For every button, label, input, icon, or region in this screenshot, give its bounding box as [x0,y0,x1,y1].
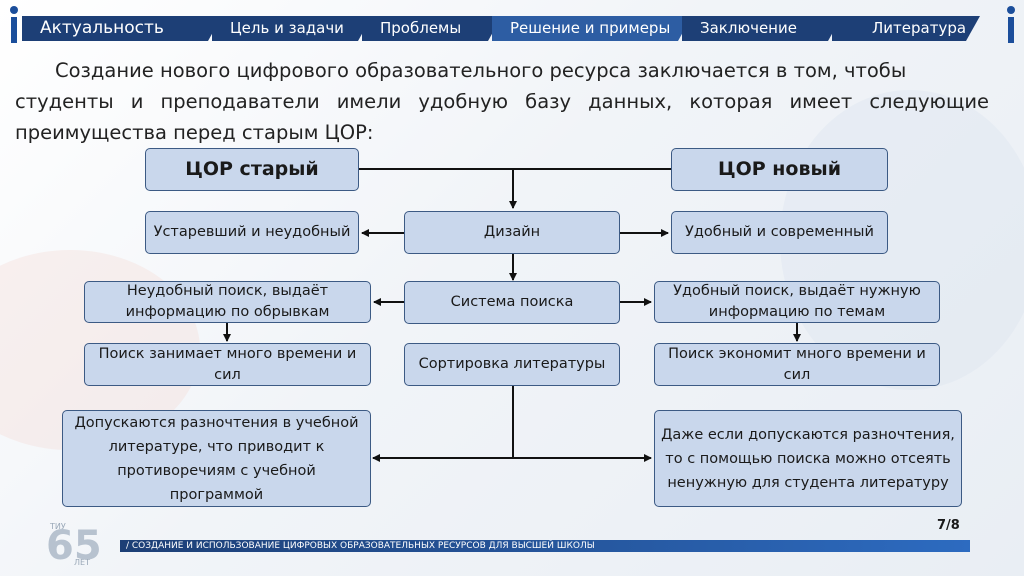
old-search-box: Неудобный поиск, выдаёт информацию по об… [84,281,371,323]
anniversary-logo: ТИУ 65 ЛЕТ [46,520,106,570]
left-logo-icon [8,6,20,44]
new-discrepancy-box: Даже если допускаются разночтения, то с … [654,410,962,507]
page-number: 7/8 [937,518,960,533]
old-design-box: Устаревший и неудобный [145,211,359,254]
tab-solutions[interactable]: Решение и примеры [492,16,692,41]
old-discrepancy-box: Допускаются разночтения в учебной литера… [62,410,371,507]
logo-top-text: ТИУ [50,522,66,531]
sorting-box: Сортировка литературы [404,343,620,386]
intro-line-2: студенты и преподаватели имели удобную б… [15,90,989,144]
new-search-box: Удобный поиск, выдаёт нужную информацию … [654,281,940,323]
search-system-box: Система поиска [404,281,620,324]
tab-conclusion[interactable]: Заключение [682,16,842,41]
logo-number: 65 [46,523,102,569]
footer-bar: / СОЗДАНИЕ И ИСПОЛЬЗОВАНИЕ ЦИФРОВЫХ ОБРА… [120,540,970,552]
intro-line-1: Создание нового цифрового образовательно… [55,59,907,82]
design-box: Дизайн [404,211,620,254]
new-time-box: Поиск экономит много времени и сил [654,343,940,386]
tab-relevance[interactable]: Актуальность [22,16,222,41]
new-design-box: Удобный и современный [671,211,888,254]
tab-literature[interactable]: Литература . [832,16,980,41]
intro-text: Создание нового цифрового образовательно… [15,55,989,148]
old-resource-header: ЦОР старый [145,148,359,191]
old-time-box: Поиск занимает много времени и сил [84,343,371,386]
tab-problems[interactable]: Проблемы [362,16,502,41]
tab-goals[interactable]: Цель и задачи [212,16,372,41]
top-navigation: Актуальность Цель и задачи Проблемы Реше… [22,16,1000,41]
new-resource-header: ЦОР новый [671,148,888,191]
right-logo-icon [1005,6,1017,44]
logo-bottom-text: ЛЕТ [74,558,90,567]
footer-text: / СОЗДАНИЕ И ИСПОЛЬЗОВАНИЕ ЦИФРОВЫХ ОБРА… [126,541,595,551]
